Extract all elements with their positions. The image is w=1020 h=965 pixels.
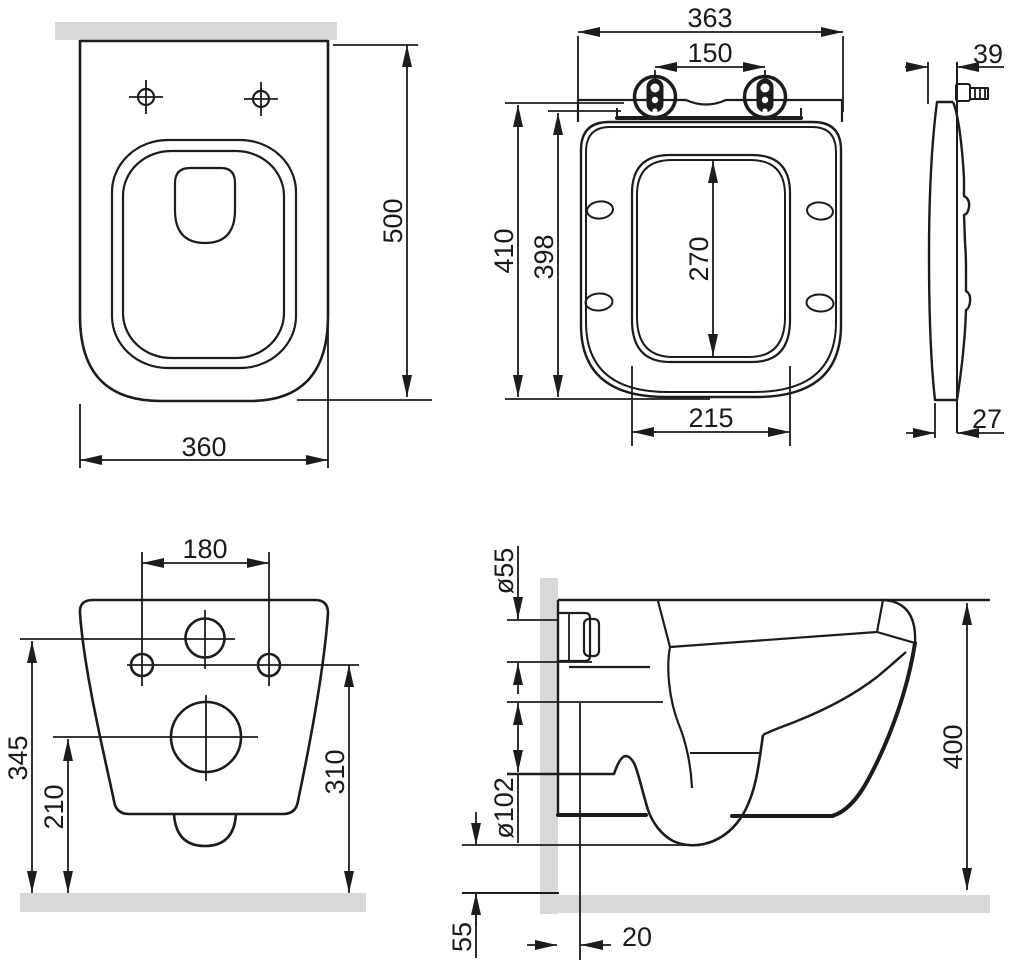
flush-opening [173, 166, 237, 245]
rim-facet [876, 630, 916, 645]
floor-surface [20, 893, 366, 912]
bolt-detail [761, 96, 769, 104]
dim-label-lid-depth: 410 [489, 228, 519, 273]
seat-outer-contour [579, 120, 843, 399]
seat-bumper [584, 292, 614, 312]
floor-surface [540, 895, 990, 913]
hinge-ring [632, 74, 678, 120]
rim-underside [669, 630, 878, 649]
trap-outline [507, 734, 765, 847]
bowl-outline [78, 39, 330, 403]
dim-label-bowl-width: 360 [181, 432, 226, 462]
hinge-ring [742, 74, 788, 120]
dim-label-bottom-clearance: 55 [447, 922, 477, 952]
hinge-pin-body [955, 83, 971, 102]
seat-bumper [806, 201, 834, 221]
dim-label-opening-depth: 270 [684, 236, 714, 281]
seat-opening-inner [636, 159, 786, 358]
dim-label-bowl-height: 500 [378, 198, 408, 243]
dim-label-seat-bottom-offset: 27 [972, 404, 1002, 434]
wall-surface [55, 22, 337, 40]
bolt-detail [650, 83, 660, 93]
dim-label-outlet-diameter: ø102 [489, 777, 519, 839]
seat-opening-outer [630, 153, 792, 364]
dim-label-inlet-diameter: ø55 [489, 548, 519, 595]
hinge-right [742, 74, 788, 120]
view-bowl-front: 360 500 [55, 22, 432, 468]
bolt-detail [651, 96, 659, 104]
hinge-left [632, 74, 678, 120]
dim-label-hinge-spacing: 150 [687, 38, 732, 68]
trap-bulge [172, 813, 238, 848]
rear-body-outline [78, 598, 330, 816]
rim-facet [875, 599, 885, 633]
bolt-detail [652, 108, 658, 114]
dim-label-seat-depth: 398 [529, 234, 559, 279]
bolt-detail [760, 83, 770, 93]
hinge-pin-thread [969, 87, 989, 100]
inlet-spigot-cap [582, 617, 601, 658]
bowl-back-wall [667, 646, 694, 789]
dim-label-inlet-height: 345 [3, 735, 33, 780]
dim-label-outlet-height: 210 [39, 784, 69, 829]
view-seat-top: 363 150 [489, 3, 844, 446]
rim-outer [110, 138, 298, 370]
seat-profile-front [927, 100, 957, 402]
bolt-detail [762, 108, 768, 114]
dim-label-seat-top-offset: 39 [973, 39, 1003, 69]
view-bowl-section: ø55 ø102 55 20 400 [447, 546, 990, 960]
bowl-inner-back-curve [762, 651, 907, 737]
seat-bumper [586, 200, 614, 220]
cistern-slant [656, 600, 672, 648]
view-seat-side: 39 27 [905, 39, 1004, 438]
seat-profile-back [951, 101, 972, 401]
rim-inner [121, 149, 286, 360]
dim-label-rim-height: 400 [938, 724, 968, 769]
dim-label-outlet-offset: 20 [622, 922, 652, 952]
rim-corner [882, 598, 917, 644]
dim-label-bolt-spacing: 180 [182, 534, 227, 564]
dim-label-bolt-height: 310 [320, 749, 350, 794]
view-bowl-rear: 180 345 210 310 [3, 534, 366, 912]
seat-bumper [805, 293, 835, 313]
seat-inner-contour [585, 126, 837, 393]
wall-surface [540, 578, 558, 914]
lid-back-edge [578, 98, 842, 106]
inlet-spigot [558, 611, 592, 663]
dim-label-opening-width: 215 [688, 403, 733, 433]
front-face [830, 641, 917, 818]
dim-label-seat-width: 363 [687, 3, 732, 33]
